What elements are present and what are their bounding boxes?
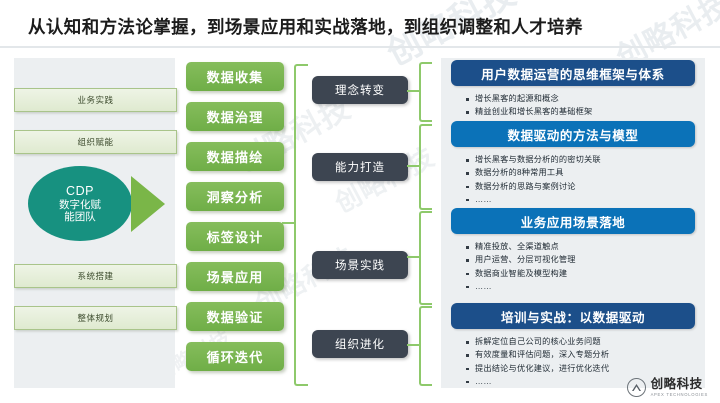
stage-4[interactable]: 组织进化: [312, 330, 408, 358]
bullet-item: 提出结论与优化建议，进行优化迭代: [466, 362, 695, 375]
process-step-3[interactable]: 数据描绘: [186, 142, 284, 171]
bullet-item: 精准投放、全渠道触点: [466, 240, 695, 253]
topic-card-bullets-3: 精准投放、全渠道触点用户运营、分层可视化管理数据商业智能及模型构建……: [441, 240, 705, 293]
logo-text: 创略科技 APEX TECHNOLOGIES: [651, 378, 708, 397]
cdp-center-node: CDP 数字化赋 能团队: [28, 166, 132, 241]
connector-stub-2: [407, 165, 421, 167]
left-panel: 业务实践 组织赋能 CDP 数字化赋 能团队 系统搭建 整体规划: [14, 58, 177, 388]
process-step-1[interactable]: 数据收集: [186, 62, 284, 91]
bullet-item: ……: [466, 280, 695, 293]
bullet-item: 数据商业智能及模型构建: [466, 267, 695, 280]
company-logo: 创略科技 APEX TECHNOLOGIES: [626, 378, 708, 397]
left-box-overall-plan[interactable]: 整体规划: [14, 306, 177, 330]
connector-bracket-1: [419, 62, 432, 122]
connector-bracket-2: [419, 124, 432, 210]
cdp-label-line1: CDP: [66, 183, 94, 198]
process-step-2[interactable]: 数据治理: [186, 102, 284, 131]
connector-stub-3: [407, 256, 421, 258]
logo-name: 创略科技: [650, 377, 703, 392]
process-step-5[interactable]: 标签设计: [186, 222, 284, 251]
cdp-label-line2: 数字化赋: [59, 198, 101, 211]
left-box-org-enablement[interactable]: 组织赋能: [14, 130, 177, 154]
bullet-item: 增长黑客的起源和概念: [466, 92, 695, 105]
topic-card-3: 业务应用场景落地精准投放、全渠道触点用户运营、分层可视化管理数据商业智能及模型构…: [441, 208, 705, 293]
logo-subtitle: APEX TECHNOLOGIES: [650, 391, 708, 397]
bullet-item: ……: [466, 375, 695, 388]
topic-card-header-1[interactable]: 用户数据运营的思维框架与体系: [451, 60, 695, 86]
connector-stub-1: [407, 90, 421, 92]
topic-card-1: 用户数据运营的思维框架与体系增长黑客的起源和概念精益创业和增长黑客的基础框架……: [441, 60, 705, 132]
stages-column: 理念转变能力打造场景实践组织进化: [312, 58, 416, 388]
arrow-right-icon: [131, 176, 165, 232]
process-step-6[interactable]: 场景应用: [186, 262, 284, 291]
process-steps-column: 数据收集数据治理数据描绘洞察分析标签设计场景应用数据验证循环迭代: [180, 58, 292, 388]
title-divider: [0, 46, 720, 48]
left-box-system-build[interactable]: 系统搭建: [14, 264, 177, 288]
topic-card-header-4[interactable]: 培训与实战：以数据驱动: [451, 303, 695, 329]
stage-1[interactable]: 理念转变: [312, 76, 408, 104]
connector-stub-main: [282, 222, 296, 224]
topic-card-bullets-2: 增长黑客与数据分析的的密切关联数据分析的8种常用工具数据分析的思路与案例讨论……: [441, 153, 705, 206]
bullet-item: 增长黑客与数据分析的的密切关联: [466, 153, 695, 166]
bullet-item: 拆解定位自己公司的核心业务问题: [466, 335, 695, 348]
bullet-item: ……: [466, 193, 695, 206]
process-step-4[interactable]: 洞察分析: [186, 182, 284, 211]
bullet-item: 精益创业和增长黑客的基础框架: [466, 105, 695, 118]
connector-bracket-main: [294, 64, 308, 386]
topic-card-2: 数据驱动的方法与模型增长黑客与数据分析的的密切关联数据分析的8种常用工具数据分析…: [441, 121, 705, 206]
bullet-item: 数据分析的思路与案例讨论: [466, 180, 695, 193]
apex-mark-icon: [626, 378, 646, 397]
process-step-7[interactable]: 数据验证: [186, 302, 284, 331]
connector-bracket-4: [419, 306, 432, 386]
topic-card-header-2[interactable]: 数据驱动的方法与模型: [451, 121, 695, 147]
stage-3[interactable]: 场景实践: [312, 251, 408, 279]
page-title: 从认知和方法论掌握，到场景应用和实战落地，到组织调整和人才培养: [28, 17, 583, 37]
topic-card-4: 培训与实战：以数据驱动拆解定位自己公司的核心业务问题有效度量和评估问题，深入专题…: [441, 303, 705, 388]
connector-stub-4: [407, 344, 421, 346]
cdp-label-line3: 能团队: [64, 210, 96, 223]
bullet-item: 用户运营、分层可视化管理: [466, 253, 695, 266]
bullet-item: 有效度量和评估问题，深入专题分析: [466, 348, 695, 361]
stage-2[interactable]: 能力打造: [312, 153, 408, 181]
topic-card-header-3[interactable]: 业务应用场景落地: [451, 208, 695, 234]
bullet-item: 数据分析的8种常用工具: [466, 166, 695, 179]
left-box-business-practice[interactable]: 业务实践: [14, 88, 177, 112]
connector-bracket-3: [419, 211, 432, 305]
topic-card-bullets-4: 拆解定位自己公司的核心业务问题有效度量和评估问题，深入专题分析提出结论与优化建议…: [441, 335, 705, 388]
process-step-8[interactable]: 循环迭代: [186, 342, 284, 371]
